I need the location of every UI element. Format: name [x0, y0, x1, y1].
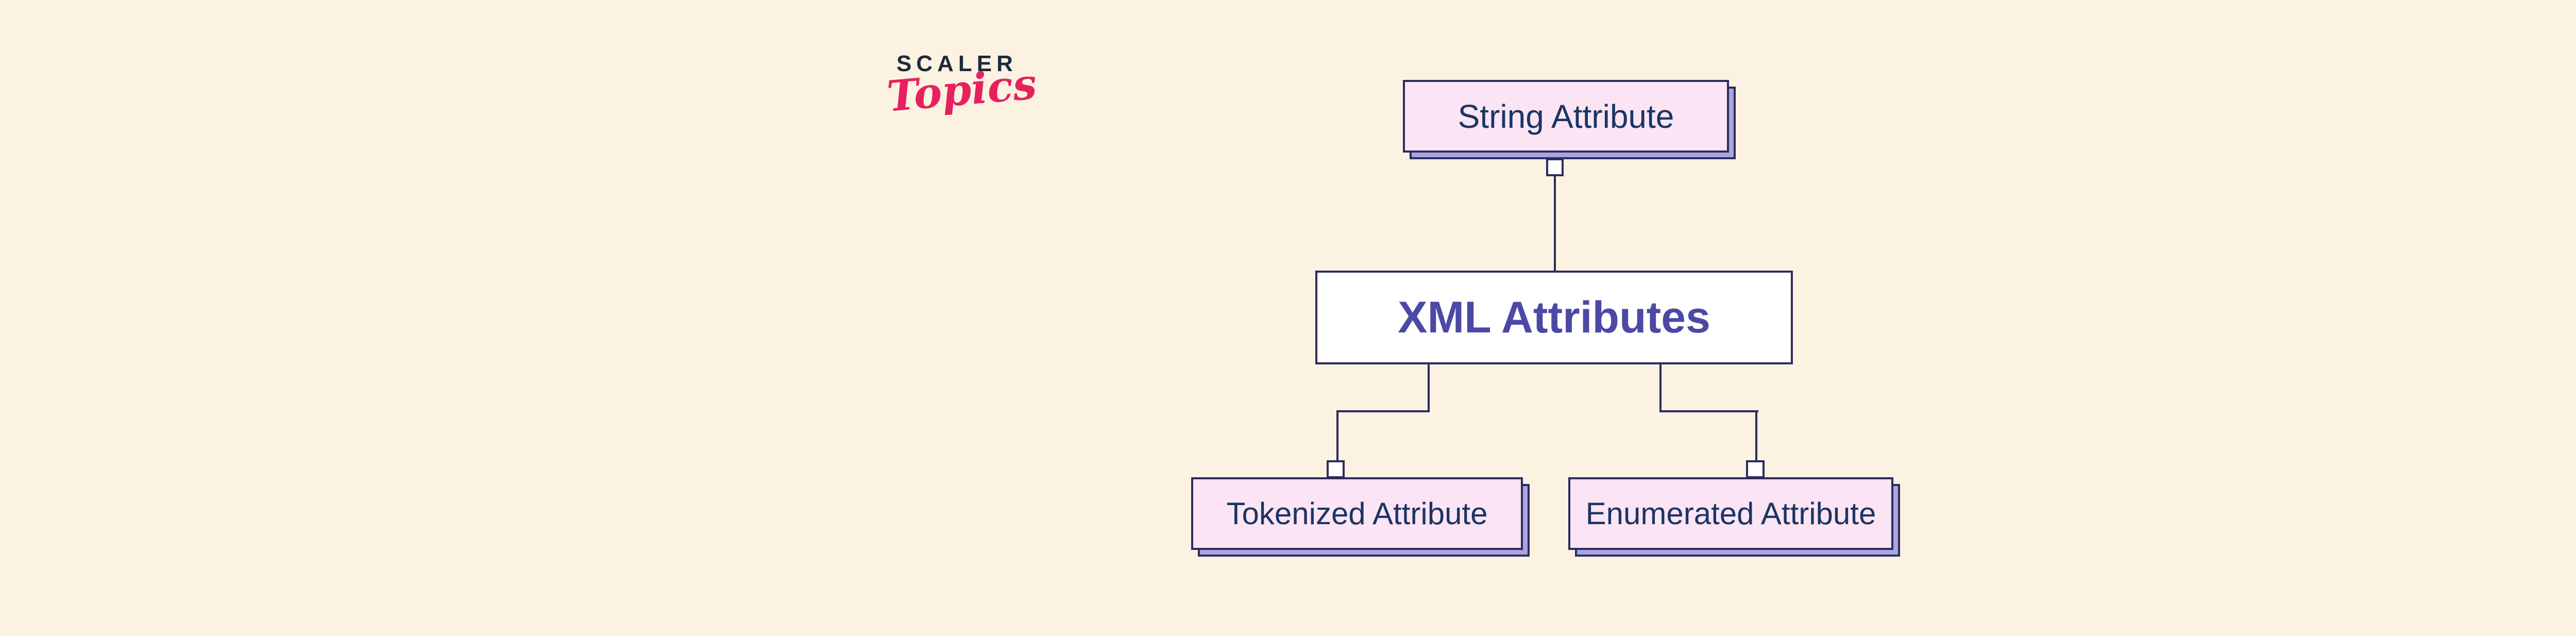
enumerated-attribute-label: Enumerated Attribute: [1585, 496, 1876, 531]
scaler-logo-text: SCALER: [896, 51, 1018, 76]
node-string-attribute: String Attribute: [1403, 80, 1729, 153]
connector-anchor-square-left: [1327, 460, 1345, 478]
scaler-topics-logo: SCALER Topics: [885, 49, 1104, 147]
tokenized-attribute-label: Tokenized Attribute: [1226, 496, 1488, 531]
connector-line-to-tokenized: [1336, 410, 1338, 461]
connector-line-string-to-xml: [1554, 173, 1556, 273]
connector-line-left-elbow: [1336, 410, 1430, 412]
connector-line-to-enumerated: [1755, 410, 1757, 461]
connector-anchor-square-top: [1546, 158, 1564, 176]
string-attribute-label: String Attribute: [1458, 97, 1674, 135]
node-xml-attributes: XML Attributes: [1315, 271, 1793, 364]
node-tokenized-attribute: Tokenized Attribute: [1191, 477, 1523, 550]
connector-line-xml-left-drop: [1428, 361, 1430, 412]
connector-anchor-square-right: [1746, 460, 1765, 478]
xml-attributes-label: XML Attributes: [1398, 292, 1710, 342]
node-enumerated-attribute: Enumerated Attribute: [1568, 477, 1893, 550]
connector-line-xml-right-drop: [1659, 361, 1662, 412]
connector-line-right-elbow: [1659, 410, 1758, 412]
